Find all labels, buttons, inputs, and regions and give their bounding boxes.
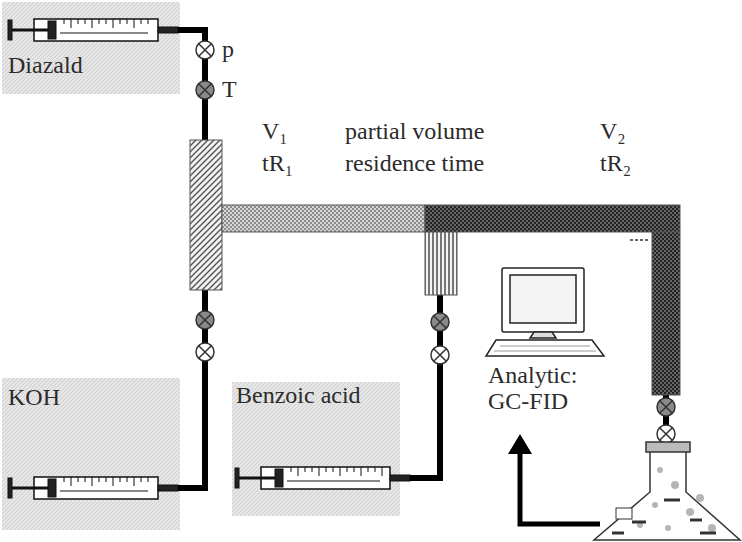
valve-symbol <box>657 425 675 443</box>
valve-symbol <box>196 81 214 99</box>
temperature-label: T <box>222 76 237 102</box>
valve-symbol <box>431 313 449 331</box>
valve-symbol <box>196 343 214 361</box>
residence-time-label: tR₁ <box>262 150 293 176</box>
reagent-panel: Diazald <box>8 52 182 90</box>
analytic-computer: Analytic: GC-FID <box>488 262 610 432</box>
valve-symbol <box>431 346 449 364</box>
volume-label: V₂ <box>600 118 626 144</box>
reagent-name: Diazald <box>8 52 182 78</box>
valve-symbol <box>196 41 214 59</box>
residence-time-caption: residence time <box>345 150 484 176</box>
syringe-symbol <box>8 19 178 41</box>
valve-symbol <box>657 398 675 416</box>
reagent-name: KOH <box>8 384 182 410</box>
volume-label: V₁ <box>262 118 288 144</box>
residence-time-label: tR₂ <box>600 150 631 176</box>
reagent-name: Benzoic acid <box>236 382 404 408</box>
syringe-symbol <box>235 467 410 489</box>
valve-symbol <box>196 311 214 329</box>
reagent-panel: KOH <box>8 384 182 422</box>
analytic-label: Analytic: GC-FID <box>488 362 598 415</box>
pressure-label: p <box>222 36 234 62</box>
volume-caption: partial volume <box>345 118 484 144</box>
syringe-symbol <box>8 477 178 499</box>
reagent-panel: Benzoic acid <box>236 382 404 420</box>
